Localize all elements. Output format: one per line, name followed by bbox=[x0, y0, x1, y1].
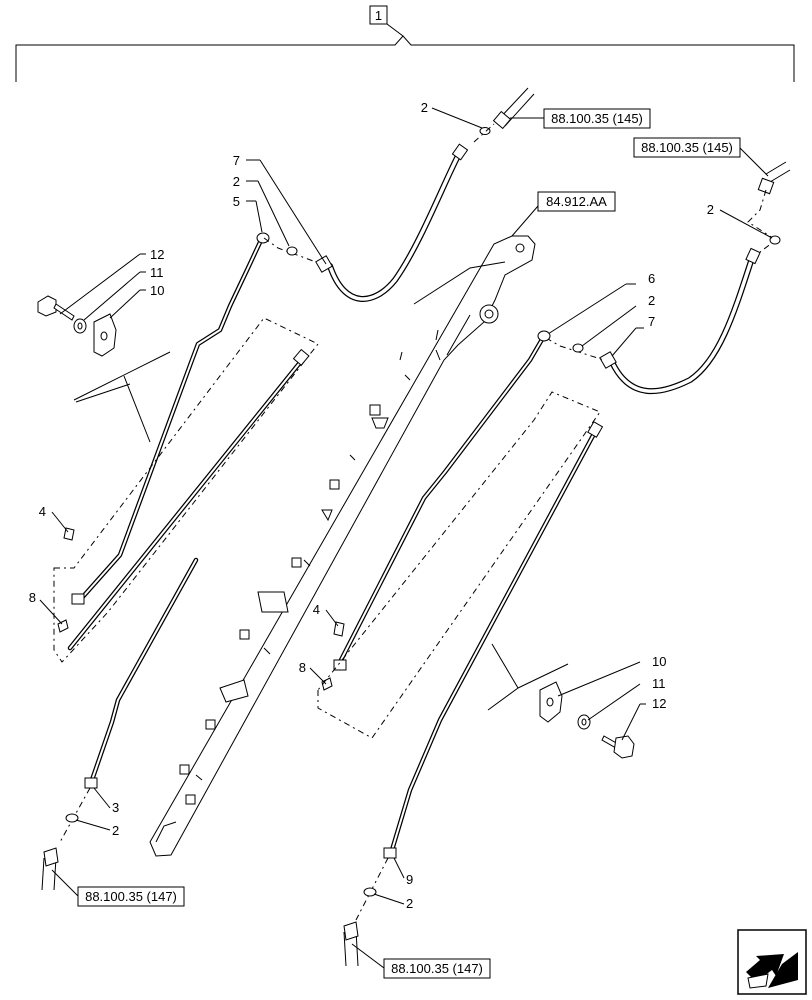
callout-left-7: 7 bbox=[233, 153, 240, 168]
o-ring-right-bottom bbox=[363, 887, 377, 897]
section-marker-right bbox=[487, 643, 569, 711]
callout-right-12: 12 bbox=[652, 696, 666, 711]
left-bottom-reference: 88.100.35 (147) bbox=[85, 889, 177, 904]
callout-left-5: 5 bbox=[233, 194, 240, 209]
assembly-bracket: 1 bbox=[15, 5, 795, 82]
callout-right-4: 4 bbox=[313, 602, 320, 617]
callout-left-10: 10 bbox=[150, 283, 164, 298]
callout-left-3: 3 bbox=[112, 800, 119, 815]
right-bottom-reference: 88.100.35 (147) bbox=[391, 961, 483, 976]
o-ring-right-top bbox=[769, 235, 781, 245]
left-hose-end-top bbox=[473, 87, 535, 143]
right-detail-box bbox=[317, 391, 601, 739]
callout-right-2-top: 2 bbox=[707, 202, 714, 217]
left-detail-box bbox=[53, 317, 319, 663]
callout-left-2-hose: 2 bbox=[233, 174, 240, 189]
o-ring-left-hose bbox=[286, 246, 298, 256]
left-straight-tube bbox=[67, 348, 310, 651]
left-tube-fitting bbox=[71, 593, 85, 605]
callout-right-2-bottom: 2 bbox=[406, 896, 413, 911]
boom-reference: 84.912.AA bbox=[546, 194, 607, 209]
callout-left-4: 4 bbox=[39, 504, 46, 519]
callout-right-10: 10 bbox=[652, 654, 666, 669]
callout-left-2-top: 2 bbox=[421, 100, 428, 115]
right-clamp-hardware bbox=[539, 681, 635, 759]
right-hose-end-bottom bbox=[343, 921, 359, 967]
right-hose bbox=[599, 247, 761, 395]
right-top-reference: 88.100.35 (145) bbox=[641, 140, 733, 155]
callout-left-8: 8 bbox=[29, 590, 36, 605]
callout-right-7: 7 bbox=[648, 314, 655, 329]
left-tube-5 bbox=[77, 232, 270, 603]
next-page-arrow-icon[interactable] bbox=[737, 929, 807, 995]
left-hose-end-bottom bbox=[41, 847, 59, 891]
right-straight-tube bbox=[383, 421, 604, 859]
assembly-number: 1 bbox=[375, 8, 382, 23]
left-top-reference: 88.100.35 (145) bbox=[551, 111, 643, 126]
callout-left-2-bottom: 2 bbox=[112, 823, 119, 838]
left-clamp-hardware bbox=[37, 295, 117, 357]
right-hose-end-top bbox=[757, 161, 791, 195]
callout-left-11: 11 bbox=[150, 265, 164, 280]
boom-arm bbox=[149, 235, 536, 857]
left-hose bbox=[315, 143, 469, 302]
callout-right-6: 6 bbox=[648, 271, 655, 286]
o-ring-right-hose bbox=[572, 343, 584, 353]
callout-right-8: 8 bbox=[299, 660, 306, 675]
o-ring-left-bottom bbox=[65, 813, 79, 823]
left-tube-3 bbox=[84, 557, 199, 789]
callout-right-11: 11 bbox=[652, 676, 666, 691]
callout-right-9: 9 bbox=[406, 872, 413, 887]
callout-right-2-hose: 2 bbox=[648, 293, 655, 308]
section-marker-left bbox=[73, 351, 171, 443]
callout-left-12: 12 bbox=[150, 247, 164, 262]
right-tube-6 bbox=[333, 330, 551, 671]
